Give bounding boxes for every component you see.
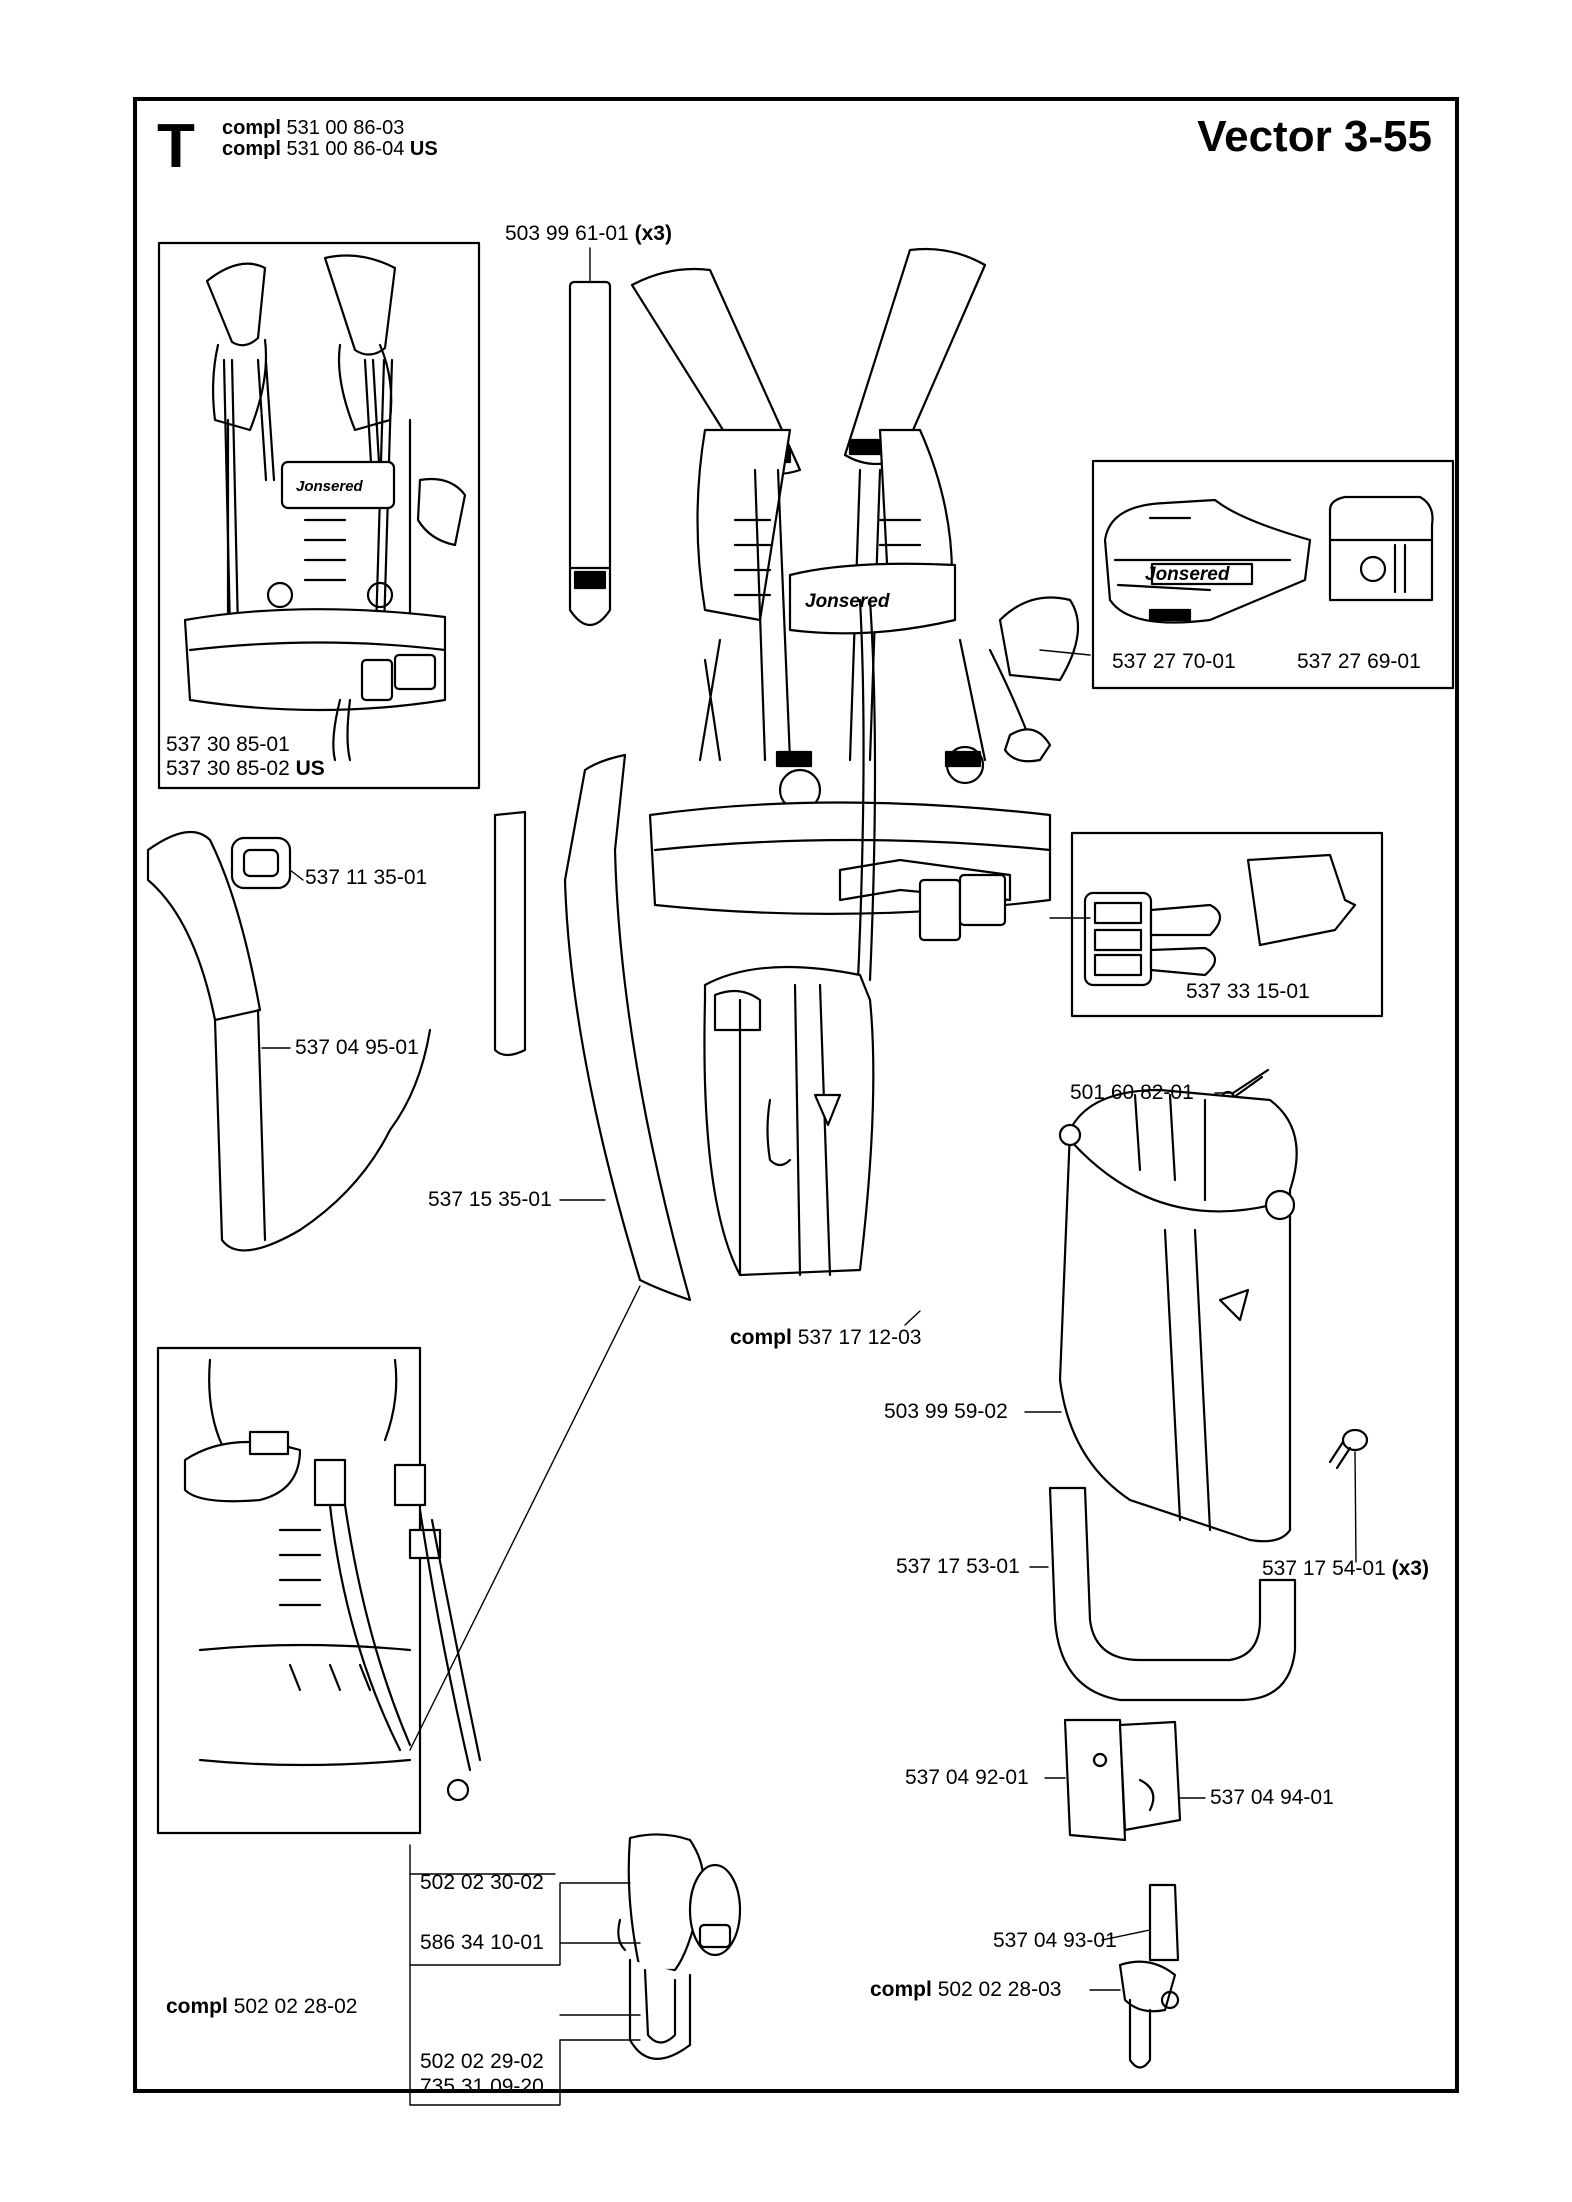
- buckle-inset-box: [1070, 831, 1384, 1018]
- wearing-inset-box: [156, 1346, 422, 1835]
- u-bracket-drawing: [1048, 1486, 1297, 1702]
- logo-main: Jonsered: [805, 591, 890, 612]
- model-title: Vector 3-55: [1197, 112, 1432, 161]
- hip-pad-inset-box: [1091, 459, 1455, 690]
- part-label: 537 27 69-01: [1297, 650, 1421, 673]
- leader-lines: [261, 247, 1357, 2106]
- part-label: 502 02 29-02: [420, 2050, 544, 2073]
- part-label: compl 537 17 12-03: [730, 1326, 922, 1349]
- part-label: 537 04 95-01: [295, 1036, 419, 1059]
- part-label: 501 60 82-01: [1070, 1081, 1194, 1104]
- part-label: 503 99 59-02: [884, 1400, 1008, 1423]
- curved-belt-drawing: [563, 753, 692, 1302]
- part-label: compl 502 02 28-03: [870, 1978, 1062, 2001]
- part-label: 537 17 53-01: [896, 1555, 1020, 1578]
- part-label: 503 99 61-01 (x3): [505, 222, 672, 245]
- part-label: 537 04 94-01: [1210, 1786, 1334, 1809]
- hip-pads-drawing: [1103, 495, 1434, 624]
- part-label: 537 30 85-02 US: [166, 757, 325, 780]
- part-label: 537 30 85-01: [166, 733, 290, 756]
- part-label: 537 04 93-01: [993, 1929, 1117, 1952]
- harness-small-drawing: [183, 254, 467, 762]
- part-label: 537 27 70-01: [1112, 650, 1236, 673]
- diagram-frame: [133, 97, 1459, 2093]
- set-line: compl 531 00 86-03: [222, 117, 405, 139]
- main-harness-drawing: [630, 247, 1080, 1277]
- small-hook-drawing: [1118, 1883, 1180, 2069]
- buckle-drawing: [1083, 853, 1357, 987]
- part-label: 537 04 92-01: [905, 1766, 1029, 1789]
- logo-hip-pad: Jonsered: [1145, 564, 1230, 585]
- section-letter: T: [157, 112, 195, 181]
- part-label: 735 31 09-20: [420, 2075, 544, 2098]
- screw-drawing: [1328, 1428, 1369, 1470]
- part-label: compl 502 02 28-02: [166, 1995, 358, 2018]
- part-label: 502 02 30-02: [420, 1871, 544, 1894]
- part-label: 537 15 35-01: [428, 1188, 552, 1211]
- part-label: 586 34 10-01: [420, 1931, 544, 1954]
- holster-drawing: [1058, 1088, 1298, 1543]
- strap-drawing: [568, 280, 612, 627]
- clips-drawing: [1063, 1718, 1182, 1842]
- part-label: 537 11 35-01: [305, 866, 428, 889]
- set-line: compl 531 00 86-04 US: [222, 138, 438, 160]
- harness-inset-box: [157, 241, 481, 790]
- hook-assembly-drawing: [617, 1833, 742, 2060]
- part-label: 537 17 54-01 (x3): [1262, 1557, 1429, 1580]
- assembly-set-list: compl 531 00 86-03 compl 531 00 86-04 US: [222, 118, 438, 160]
- logo-small: Jonsered: [296, 478, 363, 495]
- wearing-drawing: [183, 1358, 482, 1802]
- shoulder-strap-drawing: [146, 810, 527, 1252]
- part-label: 537 33 15-01: [1186, 980, 1310, 1003]
